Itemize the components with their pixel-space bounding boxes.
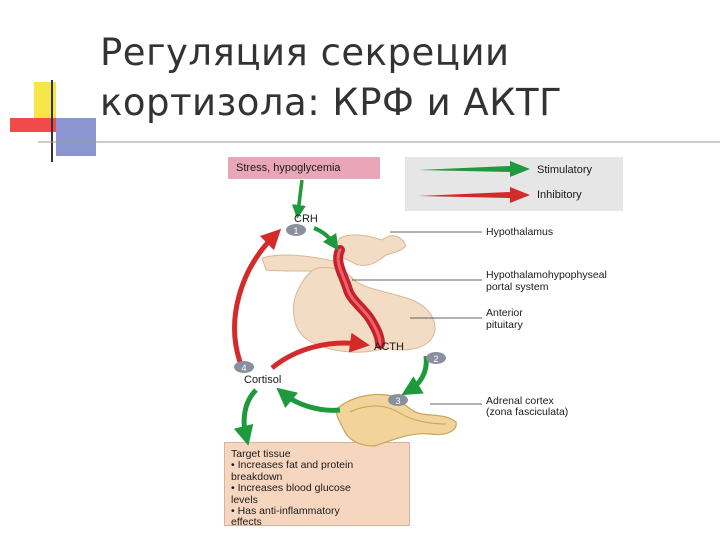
target-line: effects <box>231 517 262 529</box>
red-bar <box>10 118 56 132</box>
adrenal-cortex-shape <box>336 393 457 447</box>
svg-text:2: 2 <box>433 354 438 364</box>
target-line: Target tissue <box>231 449 291 460</box>
step-3-badge: 3 <box>388 394 408 406</box>
crh-label: CRH <box>294 213 318 225</box>
yellow-square <box>34 82 56 118</box>
acth-label: ACTH <box>374 341 404 353</box>
stress-to-crh-arrow <box>291 179 306 219</box>
adrenal-label-1: Adrenal cortex <box>486 395 554 407</box>
portal-label-2: portal system <box>486 281 549 293</box>
adrenal-label-2: (zona fasciculata) <box>486 406 568 418</box>
step-1-badge: 1 <box>286 224 306 236</box>
anterior-label-2: pituitary <box>486 319 524 331</box>
adrenal-to-cortisol-arrow <box>276 387 341 413</box>
svg-text:1: 1 <box>293 226 298 236</box>
step-4-badge: 4 <box>234 361 254 373</box>
portal-vessel <box>333 245 385 349</box>
legend-inhibitory-label: Inhibitory <box>537 189 582 201</box>
acth-to-adrenal-arrow <box>401 355 429 396</box>
cortisol-inhibits-hypothalamus-arrow <box>232 228 282 363</box>
target-line: • Increases fat and protein <box>231 460 354 472</box>
target-line: levels <box>231 494 258 506</box>
svg-text:4: 4 <box>241 363 246 373</box>
slide-title: Регуляция секреции кортизола: КРФ и АКТГ <box>100 31 563 124</box>
target-line: • Has anti-inflammatory <box>231 506 340 518</box>
cortisol-to-target-arrow <box>233 388 258 446</box>
svg-text:3: 3 <box>395 396 400 406</box>
cortisol-inhibits-pituitary-arrow <box>270 332 370 370</box>
target-tissue-box: Target tissue • Increases fat and protei… <box>224 442 410 529</box>
legend-stimulatory-arrow <box>418 161 530 177</box>
legend-inhibitory-arrow <box>418 187 530 203</box>
target-line: • Increases blood glucose <box>231 483 351 495</box>
stress-box: Stress, hypoglycemia <box>228 157 380 179</box>
anterior-label-1: Anterior <box>486 307 523 319</box>
target-line: breakdown <box>231 471 283 483</box>
cortisol-label: Cortisol <box>244 374 281 386</box>
blue-square <box>56 118 96 156</box>
legend-stimulatory-label: Stimulatory <box>537 164 593 176</box>
crh-to-pituitary-arrow <box>313 226 339 251</box>
step-2-badge: 2 <box>426 352 446 364</box>
hypothalamus-label: Hypothalamus <box>486 226 553 238</box>
portal-label-1: Hypothalamohypophyseal <box>486 269 607 281</box>
